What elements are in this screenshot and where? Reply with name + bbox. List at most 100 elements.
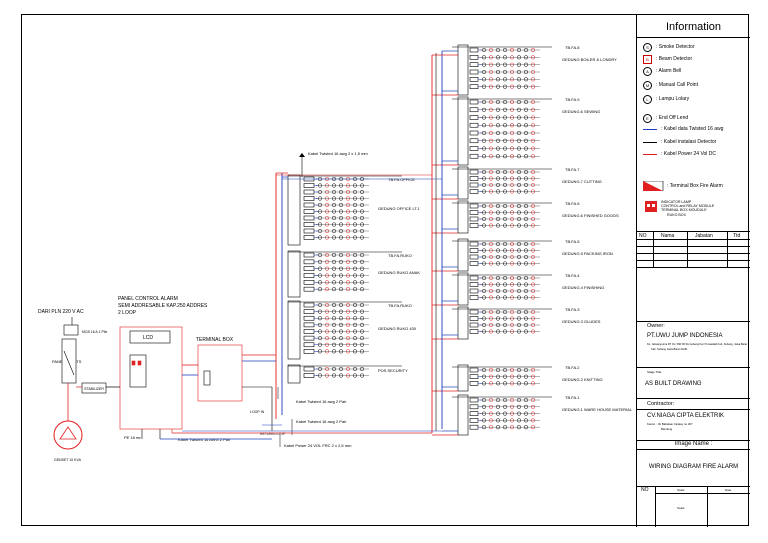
module-box: [469, 288, 479, 294]
building-name: GEDUNG.4 FINISHING: [562, 285, 604, 290]
owner-label: Owner:: [647, 323, 665, 329]
stage-value: AS BUILT DRAWING: [645, 381, 702, 387]
panel-name: TB.FA.7: [565, 167, 580, 172]
owner-name: PT.UWU JUMP INDONESIA: [647, 333, 723, 339]
legend-item-label: : Lampu Lolary: [656, 96, 690, 102]
building-name: GEDUNG.7 CUTTING: [562, 179, 602, 184]
ampats-box: [61, 338, 77, 384]
module-box: [469, 261, 479, 266]
module-box: [469, 216, 479, 222]
module-box: [303, 252, 315, 258]
ruko-box-label: RUKO BOX: [667, 213, 686, 217]
legend-item: E : End Off Lend: [643, 112, 688, 124]
manual-call-point-icon: M: [643, 80, 652, 90]
module-box: [469, 203, 479, 209]
module-box: [469, 130, 479, 136]
terminal-module: [203, 370, 211, 386]
beam-detector-icon: B: [643, 54, 652, 64]
module-box: [303, 222, 315, 227]
module-box: [469, 77, 479, 82]
legend-item-label: : End Off Lend: [656, 115, 689, 121]
indicator-line-3: TERMINAL BOX MOUDULE: [661, 208, 707, 212]
module-box: [303, 286, 315, 292]
module-box: [469, 115, 479, 120]
module-box: [303, 183, 315, 188]
module-box: [469, 107, 479, 113]
power-cable-icon: [643, 153, 657, 155]
module-box: [469, 153, 479, 159]
module-box: [303, 322, 315, 328]
wire: [63, 350, 75, 376]
lcd-box: [129, 330, 171, 344]
module-box: [469, 316, 479, 321]
module-box: [303, 315, 315, 321]
mcb-label: MCB 16 A 1 Pile: [82, 330, 107, 334]
image-label: Image Name :: [674, 441, 713, 447]
rev-col-ttd: Ttd: [733, 233, 741, 239]
legend-item: S : Smoke Detector: [643, 41, 695, 53]
module-box: [303, 342, 315, 348]
module-box: [469, 189, 479, 194]
smoke-detector-icon: S: [643, 42, 652, 52]
legend-item-label: : Smoke Detector: [656, 44, 695, 50]
module-box: [469, 122, 479, 128]
owner-address-2: Kab. Subang Jawa Barat 41261: [651, 348, 688, 351]
module-box: [303, 228, 315, 234]
panel-name: TB.FA.2: [565, 365, 580, 370]
contractor-address-2: Bandung: [661, 427, 673, 431]
panel-name: TB.FA.5: [565, 239, 580, 244]
module-box: [469, 146, 479, 151]
module-box: [469, 404, 479, 410]
panel-box: [457, 238, 469, 272]
footer-col-3: Date: [725, 488, 732, 492]
module-box: [303, 266, 315, 271]
module-box: [469, 169, 479, 175]
panel-box: [457, 272, 469, 306]
contractor-name: CV.NIAGA CIPTA ELEKTRIK: [647, 413, 725, 419]
panel-box: [457, 394, 469, 436]
panel-name: TB.FA.OFFICE: [388, 177, 415, 182]
cable-label: Kabel Twisted 16 awg 2 Pair: [296, 419, 347, 424]
module-box: [469, 424, 479, 430]
rev-col-jabatan: Jabatan: [695, 233, 713, 239]
panel-box: [457, 166, 469, 200]
panel-box: [457, 96, 469, 166]
panel-box: [457, 306, 469, 340]
image-name: WIRING DIAGRAM FIRE ALARM: [648, 464, 739, 470]
lcd-label: LCD: [143, 335, 153, 341]
panel-name: TB.FA.8: [565, 45, 580, 50]
cable-label: Kabel Twisted 16 awg 2 x 1,5 mm: [308, 151, 368, 156]
terminal-box-icon: [642, 180, 665, 192]
contractor-address-1: Kantor : Jln Babakan Cipatay no.207: [647, 422, 693, 426]
module-box: [469, 309, 479, 315]
legend-item: M : Manual Call Point: [643, 79, 698, 91]
panel-box: [457, 364, 469, 392]
panel-box: [287, 250, 301, 298]
footer-col-4: Scale: [677, 506, 685, 510]
legend-item-label: : Beam Detector: [656, 56, 693, 62]
owner-address: Kp. Jatisampurna RT 01 / RW 06 Ds Gebang…: [647, 343, 748, 346]
module-box: [469, 374, 479, 379]
panel-box: [287, 174, 301, 246]
building-name: GEDUNG OFFICE LT.1: [378, 206, 420, 211]
module-box: [303, 209, 315, 214]
module-box: [303, 329, 315, 334]
legend-item: : Kabel Power 24 Vol DC: [643, 148, 716, 160]
panel-box: [287, 364, 301, 384]
module-box: [469, 241, 479, 247]
detector-cable-icon: [643, 141, 657, 143]
module-box: [303, 309, 315, 314]
module-box: [303, 349, 315, 354]
module-box: [303, 196, 315, 201]
module-box: [469, 47, 479, 53]
end-off-lend-icon: E: [643, 113, 652, 123]
legend-item: A: Alarm Bell: [643, 65, 681, 77]
contractor-label: Contractor:: [647, 401, 675, 407]
data-cable-icon: [643, 128, 657, 130]
legend-item-label: : Manual Call Point: [656, 82, 698, 88]
building-name: GEDUNG.2 KNITTING: [562, 377, 603, 382]
terminal-box-label: TERMINAL BOX: [196, 337, 234, 343]
legend-item-label: : Kabel Power 24 Vol DC: [661, 151, 717, 157]
